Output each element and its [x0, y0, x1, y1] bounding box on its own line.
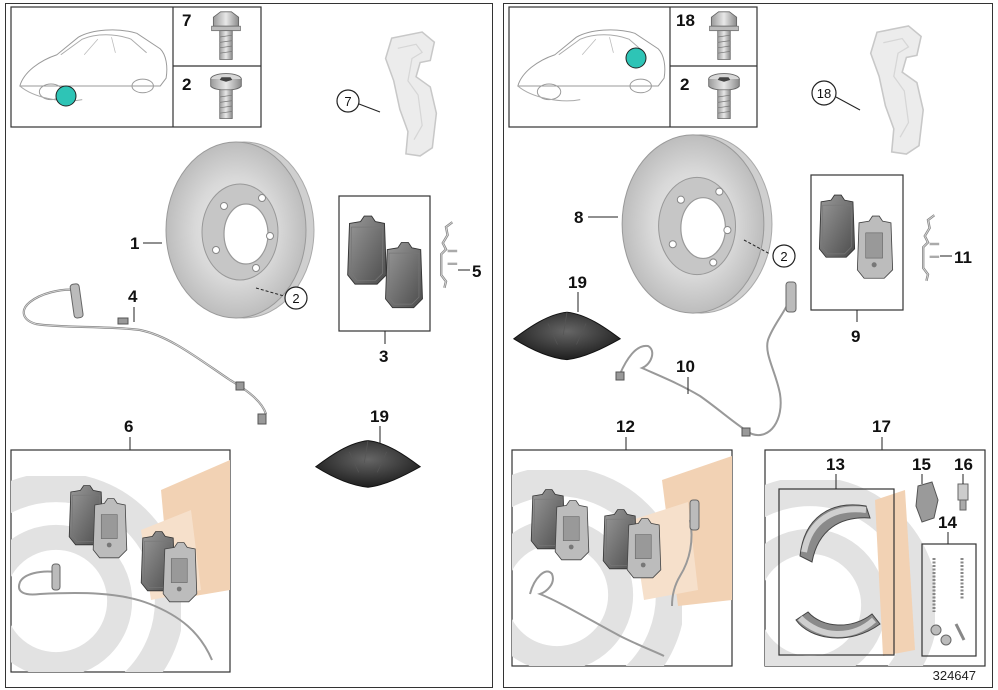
- callout-part16-label: 16: [954, 455, 973, 474]
- brake-pad-icon: [818, 194, 856, 258]
- callout-grease-label: 19: [370, 407, 389, 426]
- grease-packet-icon: [513, 311, 621, 361]
- callout-kit-shoes-label: 17: [872, 417, 891, 436]
- callout-spring-label: 11: [954, 248, 972, 267]
- callout-rotor: 1: [130, 234, 162, 253]
- callout-kit-pads-label: 12: [616, 417, 635, 436]
- kit-pad-icon: [162, 542, 198, 603]
- bolt-b-label: 2: [182, 75, 191, 94]
- callout-bracket: 7: [336, 89, 381, 113]
- brake-shoes-icon: [795, 504, 881, 639]
- callout-sensor-label: 10: [676, 357, 695, 376]
- callout-rotor: 8: [574, 208, 618, 227]
- bolt-16-icon: [957, 483, 969, 511]
- diagram-id: 324647: [932, 668, 976, 683]
- spring-kit-icon: [930, 558, 966, 646]
- right-header-inset: 18 2: [508, 6, 758, 128]
- adjuster-icon: [915, 481, 939, 523]
- kit-pad-icon: [92, 498, 128, 559]
- callout-shoes: 13: [826, 455, 845, 489]
- callout-rotor-screw: 2: [255, 286, 308, 310]
- callout-bracket-label: 18: [817, 86, 831, 101]
- callout-pads: 9: [851, 310, 860, 346]
- callout-bracket-label: 7: [344, 94, 351, 109]
- callout-sensor-label: 4: [128, 287, 138, 306]
- callout-rotor-screw-label: 2: [292, 291, 299, 306]
- callout-rotor-label: 8: [574, 208, 583, 227]
- bolt-b-label: 2: [680, 75, 689, 94]
- brake-disc-icon: [621, 134, 773, 314]
- anti-rattle-spring-icon: [921, 213, 941, 283]
- callout-rotor-screw-label: 2: [780, 249, 787, 264]
- brake-pad-icon: [347, 215, 387, 285]
- callout-rotor-label: 1: [130, 234, 139, 253]
- callout-bracket: 18: [811, 80, 861, 111]
- location-marker: [625, 47, 647, 69]
- bolt-a-label: 18: [676, 11, 695, 30]
- brake-pads-box: [810, 174, 904, 311]
- kit-box-pads: [511, 449, 733, 667]
- callout-springs-kit: 14: [938, 513, 957, 544]
- callout-shoes-label: 13: [826, 455, 845, 474]
- callout-sensor: 4: [128, 287, 138, 322]
- callout-pads-label: 9: [851, 327, 860, 346]
- callout-sensor: 10: [676, 357, 695, 394]
- callout-pads: 3: [379, 331, 388, 366]
- callout-kit-label: 6: [124, 417, 133, 436]
- callout-kit-shoes: 17: [872, 417, 891, 450]
- callout-spring: 5: [458, 262, 481, 281]
- left-header-inset: 7 2: [10, 6, 262, 128]
- brake-pads-box: [338, 195, 431, 332]
- callout-rotor-screw: 2: [743, 239, 796, 268]
- bolt-a-label: 7: [182, 11, 191, 30]
- callout-part15-label: 15: [912, 455, 931, 474]
- callout-kit-pads: 12: [616, 417, 635, 450]
- callout-grease: 19: [568, 273, 587, 312]
- callout-spring-label: 5: [472, 262, 481, 281]
- callout-part16: 16: [954, 455, 973, 484]
- kit-box-shoes: [764, 449, 986, 667]
- location-marker: [55, 85, 77, 107]
- callout-spring: 11: [940, 248, 972, 267]
- callout-kit: 6: [124, 417, 133, 450]
- kit-pad-icon: [626, 518, 662, 579]
- wear-sensor-icon: [22, 283, 268, 425]
- kit-pad-icon: [554, 500, 590, 561]
- callout-springs-kit-label: 14: [938, 513, 957, 532]
- callout-pads-label: 3: [379, 347, 388, 366]
- caliper-bracket-icon: [869, 25, 925, 155]
- brake-pad-icon: [856, 215, 894, 279]
- wear-sensor-icon: [615, 281, 797, 437]
- callout-grease: 19: [370, 407, 389, 444]
- callout-part15: 15: [912, 455, 931, 484]
- brake-pad-icon: [384, 241, 424, 309]
- caliper-bracket-icon: [384, 31, 438, 157]
- callout-grease-label: 19: [568, 273, 587, 292]
- kit-box-pads: [10, 449, 231, 673]
- grease-packet-icon: [315, 440, 421, 488]
- anti-rattle-spring-icon: [439, 220, 459, 290]
